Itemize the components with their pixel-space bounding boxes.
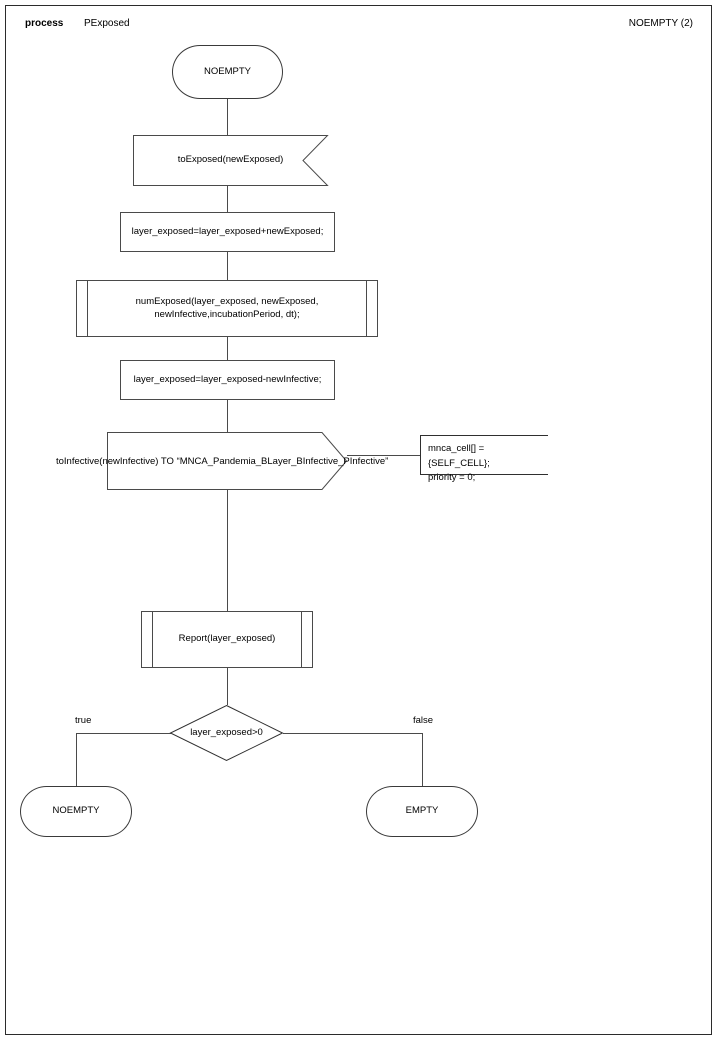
state-start-noempty[interactable]: NOEMPTY (172, 45, 283, 99)
procedure-call-report[interactable]: Report(layer_exposed) (141, 611, 313, 668)
proc-report-left-bar (152, 612, 153, 667)
page-border (5, 5, 712, 1035)
task-sub-label: layer_exposed=layer_exposed-newInfective… (133, 373, 322, 385)
connector-report-to-decision (227, 668, 228, 705)
connector-input-to-task (227, 185, 228, 212)
input-symbol-toexposed[interactable]: toExposed(newExposed) (133, 135, 329, 186)
header-process-name: PExposed (84, 18, 130, 29)
state-end-noempty-label: NOEMPTY (52, 805, 100, 817)
procedure-numexposed-label: numExposed(layer_exposed, newExposed, ne… (135, 295, 319, 320)
output-symbol-toinfective[interactable]: toInfective(newInfective) TO “MNCA_Pande… (56, 432, 388, 490)
input-symbol-shape (133, 135, 329, 186)
proc-right-bar (366, 281, 367, 336)
decision-symbol-shape (169, 704, 284, 762)
connector-decision-false-h (283, 733, 422, 734)
connector-task-to-proc (227, 252, 228, 280)
connector-decision-true-v (76, 733, 77, 786)
task-layer-exposed-add[interactable]: layer_exposed=layer_exposed+newExposed; (120, 212, 335, 252)
task-layer-exposed-sub[interactable]: layer_exposed=layer_exposed-newInfective… (120, 360, 335, 400)
connector-state-to-input (227, 99, 228, 135)
proc-report-right-bar (301, 612, 302, 667)
connector-task2-to-output (227, 400, 228, 432)
header-page-label: NOEMPTY (2) (628, 18, 693, 29)
output-symbol-shape (107, 432, 348, 490)
output-symbol-label: toInfective(newInfective) TO “MNCA_Pande… (56, 456, 389, 467)
header-kind-label: process (25, 18, 64, 29)
state-end-noempty[interactable]: NOEMPTY (20, 786, 132, 837)
comment-note-mnca-cell[interactable]: mnca_cell[] = {SELF_CELL}; priority = 0; (420, 435, 548, 483)
decision-layer-exposed-gt-zero[interactable]: layer_exposed>0 (169, 704, 284, 762)
procedure-call-numexposed[interactable]: numExposed(layer_exposed, newExposed, ne… (76, 280, 378, 337)
connector-decision-false-v (422, 733, 423, 786)
task-add-label: layer_exposed=layer_exposed+newExposed; (131, 225, 324, 237)
connector-output-to-report (227, 490, 228, 611)
proc-left-bar (87, 281, 88, 336)
state-end-empty[interactable]: EMPTY (366, 786, 478, 837)
comment-note-text: mnca_cell[] = {SELF_CELL}; priority = 0; (428, 443, 490, 484)
procedure-report-label: Report(layer_exposed) (178, 633, 276, 645)
connector-output-to-note (347, 455, 420, 456)
state-end-empty-label: EMPTY (405, 805, 439, 817)
state-start-label: NOEMPTY (204, 65, 251, 77)
connector-decision-true-h (76, 733, 171, 734)
branch-label-true: true (75, 715, 92, 726)
branch-label-false: false (413, 715, 434, 726)
connector-proc-to-task2 (227, 337, 228, 360)
